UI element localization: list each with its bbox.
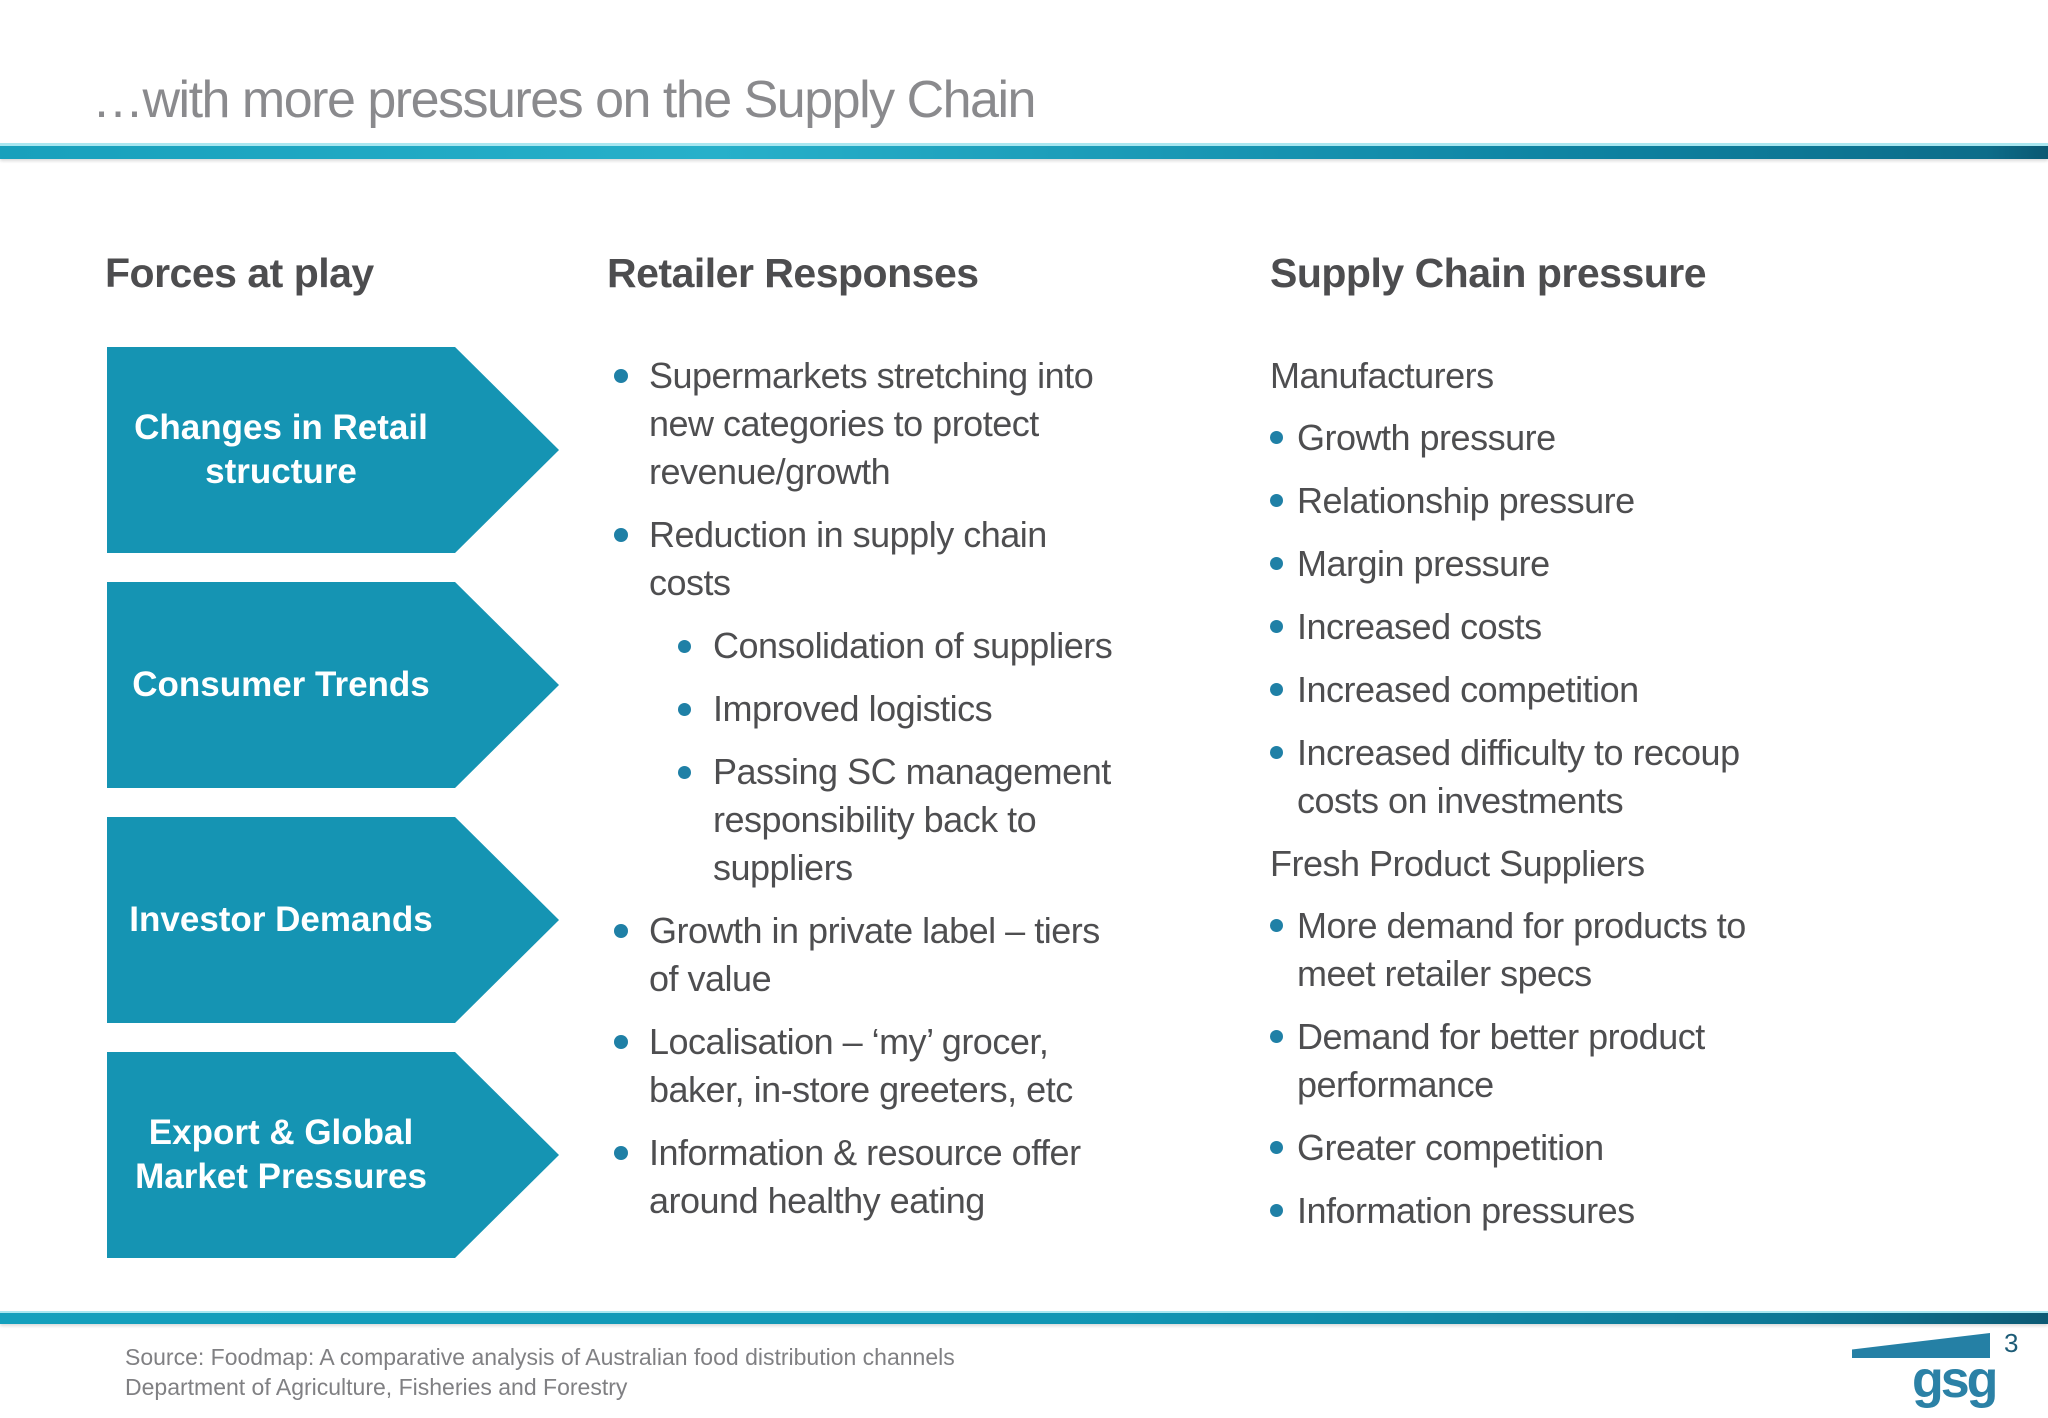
supply-bullet-item: Demand for better product performance — [1270, 1013, 1900, 1109]
force-arrow: Changes in Retail structure — [107, 347, 559, 553]
supply-bullet-item: Increased difficulty to recoup costs on … — [1270, 729, 1900, 825]
retailer-bullet-item: Consolidation of suppliers — [676, 622, 1252, 670]
column-heading-supply-chain-pressure: Supply Chain pressure — [1270, 250, 1707, 296]
force-arrow: Investor Demands — [107, 817, 559, 1023]
column-heading-forces: Forces at play — [105, 250, 374, 296]
supply-subheading: Manufacturers — [1270, 355, 1494, 396]
supply-bullet-item: Greater competition — [1270, 1124, 1900, 1172]
supply-group-list: More demand for products to meet retaile… — [1270, 902, 1900, 1235]
supply-bullet-item: Information pressures — [1270, 1187, 1900, 1235]
supply-bullet-item: Increased competition — [1270, 666, 1900, 714]
supply-bullet-item: Relationship pressure — [1270, 477, 1900, 525]
retailer-bullet-item: Reduction in supply chain costs — [612, 511, 1252, 607]
supply-bullet-item: More demand for products to meet retaile… — [1270, 902, 1900, 998]
source-line-1: Source: Foodmap: A comparative analysis … — [125, 1344, 955, 1370]
page-title: …with more pressures on the Supply Chain — [92, 71, 1036, 129]
supply-bullet-item: Growth pressure — [1270, 414, 1900, 462]
gsg-logo-text: gsg — [1912, 1351, 1998, 1409]
source-note: Source: Foodmap: A comparative analysis … — [125, 1342, 955, 1402]
retailer-bullet-item: Passing SC management responsibility bac… — [676, 748, 1252, 892]
column-heading-retailer-responses: Retailer Responses — [607, 250, 979, 296]
force-arrow: Consumer Trends — [107, 582, 559, 788]
top-divider-bar — [0, 143, 2048, 159]
bottom-divider-bar — [0, 1311, 2048, 1324]
retailer-bullet-item: Localisation – ‘my’ grocer, baker, in-st… — [612, 1018, 1252, 1114]
retailer-bullet-item: Information & resource offer around heal… — [612, 1129, 1252, 1225]
supply-subheading: Fresh Product Suppliers — [1270, 843, 1645, 884]
retailer-bullet-item: Supermarkets stretching into new categor… — [612, 352, 1252, 496]
force-arrow: Export & Global Market Pressures — [107, 1052, 559, 1258]
supply-bullet-item: Margin pressure — [1270, 540, 1900, 588]
retailer-responses-list: Supermarkets stretching into new categor… — [612, 352, 1252, 1240]
retailer-bullet-item: Improved logistics — [676, 685, 1252, 733]
supply-bullet-item: Increased costs — [1270, 603, 1900, 651]
retailer-bullet-item: Growth in private label – tiers of value — [612, 907, 1252, 1003]
page-number: 3 — [2004, 1328, 2019, 1358]
source-line-2: Department of Agriculture, Fisheries and… — [125, 1374, 628, 1400]
